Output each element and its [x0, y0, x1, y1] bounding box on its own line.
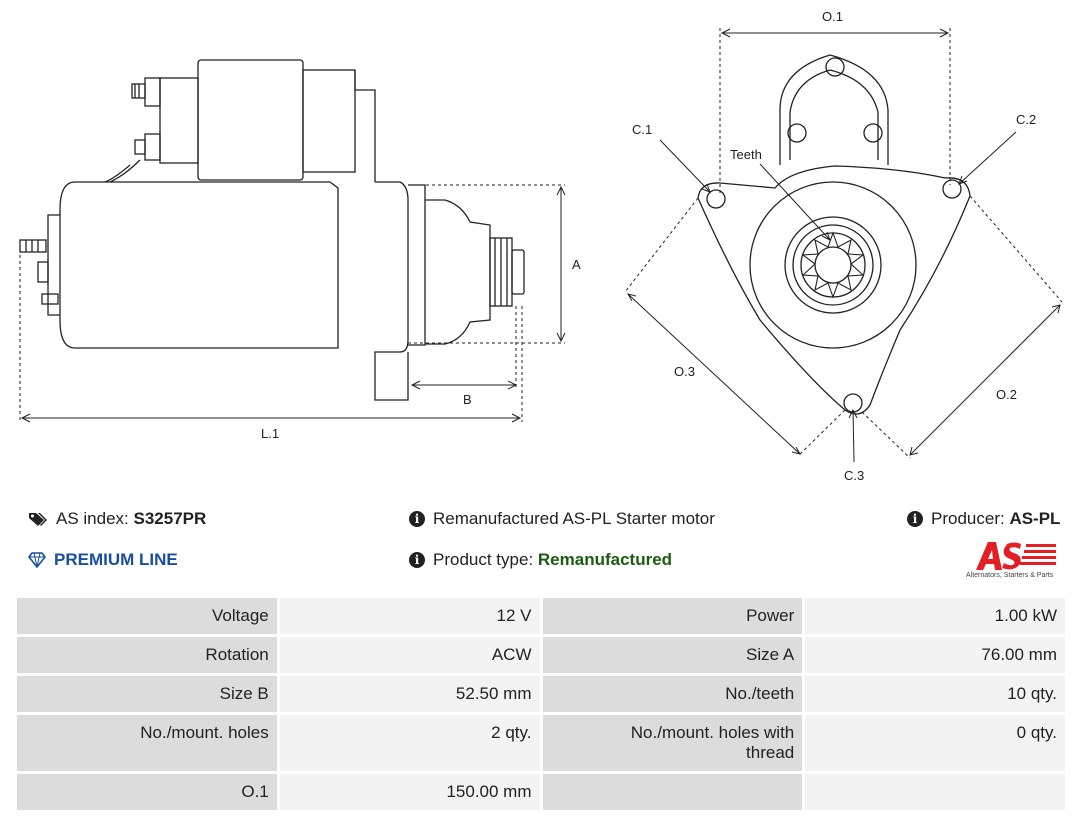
c2-label: C.2 [1016, 112, 1036, 127]
spec-value: 12 V [279, 598, 540, 634]
table-row: Rotation ACW Size A 76.00 mm [17, 637, 1065, 673]
table-row: No./mount. holes 2 qty. No./mount. holes… [17, 715, 1065, 771]
info-icon: i [409, 552, 425, 568]
front-view-teeth [801, 231, 865, 299]
tags-icon [29, 513, 47, 526]
spec-key: Power [542, 598, 803, 634]
spec-key: Voltage [17, 598, 277, 634]
o1-label: O.1 [822, 9, 843, 24]
o3-label: O.3 [674, 364, 695, 379]
info-icon: i [907, 511, 923, 527]
teeth-label: Teeth [730, 147, 762, 162]
producer-label: Producer: [931, 509, 1005, 528]
premium-line: PREMIUM LINE [28, 550, 178, 570]
producer-value: AS-PL [1009, 509, 1061, 528]
specifications-table: Voltage 12 V Power 1.00 kW Rotation ACW … [14, 595, 1068, 813]
spec-value: 76.00 mm [805, 637, 1065, 673]
diamond-icon [28, 552, 46, 568]
starter-side-view [19, 59, 525, 401]
spec-key: No./mount. holes with thread [542, 715, 803, 771]
spec-value: 0 qty. [805, 715, 1065, 771]
starter-front-view [697, 54, 971, 415]
table-row: O.1 150.00 mm [17, 774, 1065, 810]
spec-key: No./mount. holes [17, 715, 277, 771]
spec-value: 10 qty. [805, 676, 1065, 712]
table-row: Voltage 12 V Power 1.00 kW [17, 598, 1065, 634]
size-b-label: B [463, 392, 472, 407]
length-label: L.1 [261, 426, 279, 441]
as-pl-logo-mark: AS [976, 542, 1056, 570]
front-view-dimensions [624, 28, 1063, 463]
spec-value: 150.00 mm [279, 774, 540, 810]
as-index-value: S3257PR [133, 509, 207, 528]
as-pl-logo: AS Alternators, Starters & Parts [966, 540, 1070, 582]
product-description: i Remanufactured AS-PL Starter motor [409, 509, 715, 529]
spec-value: 2 qty. [279, 715, 540, 771]
technical-drawing: A B L.1 [19, 9, 1063, 483]
size-a-label: A [572, 257, 581, 272]
spec-key: O.1 [17, 774, 277, 810]
table-row: Size B 52.50 mm No./teeth 10 qty. [17, 676, 1065, 712]
logo-tagline: Alternators, Starters & Parts [966, 572, 1054, 579]
premium-line-label: PREMIUM LINE [54, 550, 178, 569]
info-icon: i [409, 511, 425, 527]
c3-label: C.3 [844, 468, 864, 483]
spec-value: 52.50 mm [279, 676, 540, 712]
spec-key: Rotation [17, 637, 277, 673]
product-type-value: Remanufactured [537, 550, 673, 569]
c1-label: C.1 [632, 122, 652, 137]
as-index-label: AS index: [56, 509, 129, 528]
o2-label: O.2 [996, 387, 1017, 402]
spec-key: Size A [542, 637, 803, 673]
side-view-dimensions [19, 184, 566, 423]
spec-key: No./teeth [542, 676, 803, 712]
product-type-label: Product type: [433, 550, 534, 569]
spec-value: ACW [279, 637, 540, 673]
description-text: Remanufactured AS-PL Starter motor [433, 509, 715, 528]
producer: i Producer: AS-PL [907, 509, 1060, 529]
spec-key [542, 774, 803, 810]
spec-value [805, 774, 1065, 810]
as-index: AS index: S3257PR [28, 509, 206, 529]
product-type: i Product type: Remanufactured [409, 550, 672, 570]
spec-key: Size B [17, 676, 277, 712]
spec-value: 1.00 kW [805, 598, 1065, 634]
